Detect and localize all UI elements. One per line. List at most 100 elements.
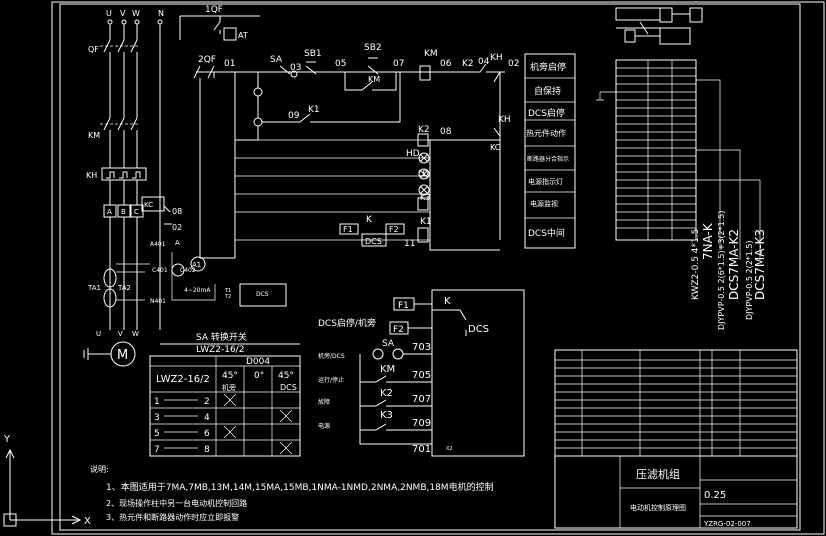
ammeter-a: A bbox=[175, 239, 180, 247]
contact-7: 7 bbox=[154, 445, 160, 455]
qf-label: QF bbox=[88, 45, 99, 54]
notes: 说明: 1、本图适用于7MA,7MB,13M,14M,15MA,15MB,1NM… bbox=[90, 464, 494, 522]
cable-spec-2: DJYPVP-0.5 2(6*1.5)+3(2*1.5) bbox=[717, 211, 726, 331]
kh-main-label: KH bbox=[86, 171, 97, 180]
ucs-axis: Y X bbox=[3, 434, 91, 527]
b-label: B bbox=[121, 208, 126, 216]
k2-row-label: K2 bbox=[418, 125, 430, 135]
angle-right: 45° bbox=[278, 371, 294, 381]
km-coil-label: KM bbox=[424, 49, 438, 59]
t2-label: T2 bbox=[224, 294, 231, 300]
motor-v: V bbox=[118, 330, 123, 338]
contact-1: 1 bbox=[154, 397, 160, 407]
kh-top-label: KH bbox=[490, 53, 503, 63]
switch-title: SA 转换开关 bbox=[196, 331, 247, 343]
terminal-701: 701 bbox=[412, 444, 431, 455]
switch-model: LWZ2-16/2 bbox=[156, 374, 210, 385]
cable-spec-3: DJYPVP-0.5 2(2*1.5) bbox=[745, 240, 754, 320]
dcs-panel-title: DCS启停/机旁 bbox=[318, 317, 376, 329]
phase-v: V bbox=[120, 9, 126, 18]
row-label-4: 电源 bbox=[318, 422, 330, 430]
note-1: 1、本图适用于7MA,7MB,13M,14M,15MA,15MB,1NMA-1N… bbox=[106, 481, 494, 493]
k1-aux-label: K1 bbox=[308, 105, 320, 115]
a1-label: A1 bbox=[192, 261, 201, 269]
note-2: 2、现场操作柱中另一台电动机控制回路 bbox=[106, 498, 247, 508]
cable-tag-2: DCS7MA-K2 bbox=[727, 229, 741, 300]
meter-range-label: 4~20mA bbox=[184, 287, 211, 294]
k-dcs-label: K bbox=[366, 215, 373, 225]
switch-code: D004 bbox=[246, 357, 270, 367]
main-circuit: U V W N QF KM KH A B C KC 08 02 bbox=[83, 9, 287, 367]
dcs-km: KM bbox=[380, 364, 395, 375]
cable-tag-3: DCS7MA-K3 bbox=[753, 229, 767, 300]
phase-n: N bbox=[158, 9, 164, 18]
angle-left: 45° bbox=[222, 371, 238, 381]
phase-w: W bbox=[132, 9, 140, 18]
bom-table bbox=[554, 349, 798, 457]
cable-tag-1: 7NA-K bbox=[701, 222, 715, 260]
title-main: 压滤机组 bbox=[636, 467, 680, 481]
title-scale: 0.25 bbox=[704, 490, 726, 501]
dcs-k: K bbox=[444, 296, 451, 307]
legend-item-7: 电源监视 bbox=[530, 199, 558, 208]
control-supply: 1QF AT 2QF bbox=[179, 5, 430, 259]
dcs-label: DCS bbox=[468, 324, 489, 335]
km-seal-label: KM bbox=[368, 75, 380, 84]
dcs-f1: F1 bbox=[398, 301, 409, 311]
k1-coil-label: K1 bbox=[420, 217, 432, 227]
angle-center: 0° bbox=[254, 371, 264, 381]
n401-label: N401 bbox=[150, 298, 166, 305]
mode-right: DCS bbox=[280, 383, 297, 392]
inner-frame bbox=[59, 3, 801, 531]
control-circuit: 01 SA 03 SB1 05 SB2 KM 07 KM 06 K2 04 KH… bbox=[224, 43, 519, 258]
contact-4: 4 bbox=[204, 413, 210, 423]
dcs-k3: K3 bbox=[380, 410, 393, 421]
switch-model-top: LWZ2-16/2 bbox=[196, 345, 244, 355]
node-03: 03 bbox=[290, 63, 301, 73]
breaker-1qf: 1QF bbox=[205, 5, 223, 15]
legend-item-3: DCS启停 bbox=[528, 107, 565, 119]
sa-label: SA bbox=[270, 55, 283, 65]
km-main-label: KM bbox=[88, 131, 100, 140]
node-07: 07 bbox=[393, 59, 404, 69]
f2-label: F2 bbox=[389, 225, 399, 234]
f1-label: F1 bbox=[343, 225, 353, 234]
row-label-3: 故障 bbox=[318, 398, 330, 406]
node-08-main: 08 bbox=[172, 207, 182, 216]
c402-label: C402 bbox=[180, 267, 196, 274]
kh-side-label: KH bbox=[498, 115, 511, 125]
dcs-sa: SA bbox=[382, 339, 395, 349]
node-11: 11 bbox=[404, 239, 415, 249]
node-01: 01 bbox=[224, 59, 235, 69]
node-06: 06 bbox=[440, 59, 452, 69]
t1-label: T1 bbox=[224, 288, 231, 294]
switch-table: SA 转换开关 LWZ2-16/2 D004 LWZ2-16/2 45° 0° … bbox=[149, 331, 301, 457]
motor-label: M bbox=[117, 348, 128, 363]
a401-label: A401 bbox=[150, 241, 166, 248]
at-label: AT bbox=[238, 31, 248, 40]
notes-heading: 说明: bbox=[90, 464, 109, 474]
ta1-label: TA1 bbox=[87, 284, 101, 292]
dcs-contact-label: DCS bbox=[365, 237, 382, 246]
terminal-705: 705 bbox=[412, 370, 431, 381]
node-04: 04 bbox=[478, 57, 490, 67]
terminal-703: 703 bbox=[412, 342, 431, 353]
row-label-2: 运行/停止 bbox=[318, 376, 344, 384]
title-block: 压滤机组 电动机控制原理图 0.25 YZRG-02-007 bbox=[554, 455, 798, 529]
title-sub: 电动机控制原理图 bbox=[630, 503, 686, 512]
k2-top-label: K2 bbox=[462, 59, 474, 69]
legend-item-6: 电源指示灯 bbox=[528, 177, 563, 186]
legend-item-1: 机旁启停 bbox=[530, 61, 566, 73]
hd-label: HD bbox=[406, 149, 420, 159]
dcs-x2: X2 bbox=[446, 446, 453, 452]
motor-u: U bbox=[96, 330, 101, 338]
node-08: 08 bbox=[440, 127, 452, 137]
contact-5: 5 bbox=[154, 429, 160, 439]
node-02-main: 02 bbox=[172, 223, 182, 232]
dcs-k2: K2 bbox=[380, 388, 393, 399]
c401-label: C401 bbox=[152, 267, 168, 274]
legend-item-2: 自保持 bbox=[534, 85, 561, 97]
legend-item-4: 热元件动作 bbox=[526, 128, 566, 138]
mode-left: 机旁 bbox=[222, 383, 236, 392]
